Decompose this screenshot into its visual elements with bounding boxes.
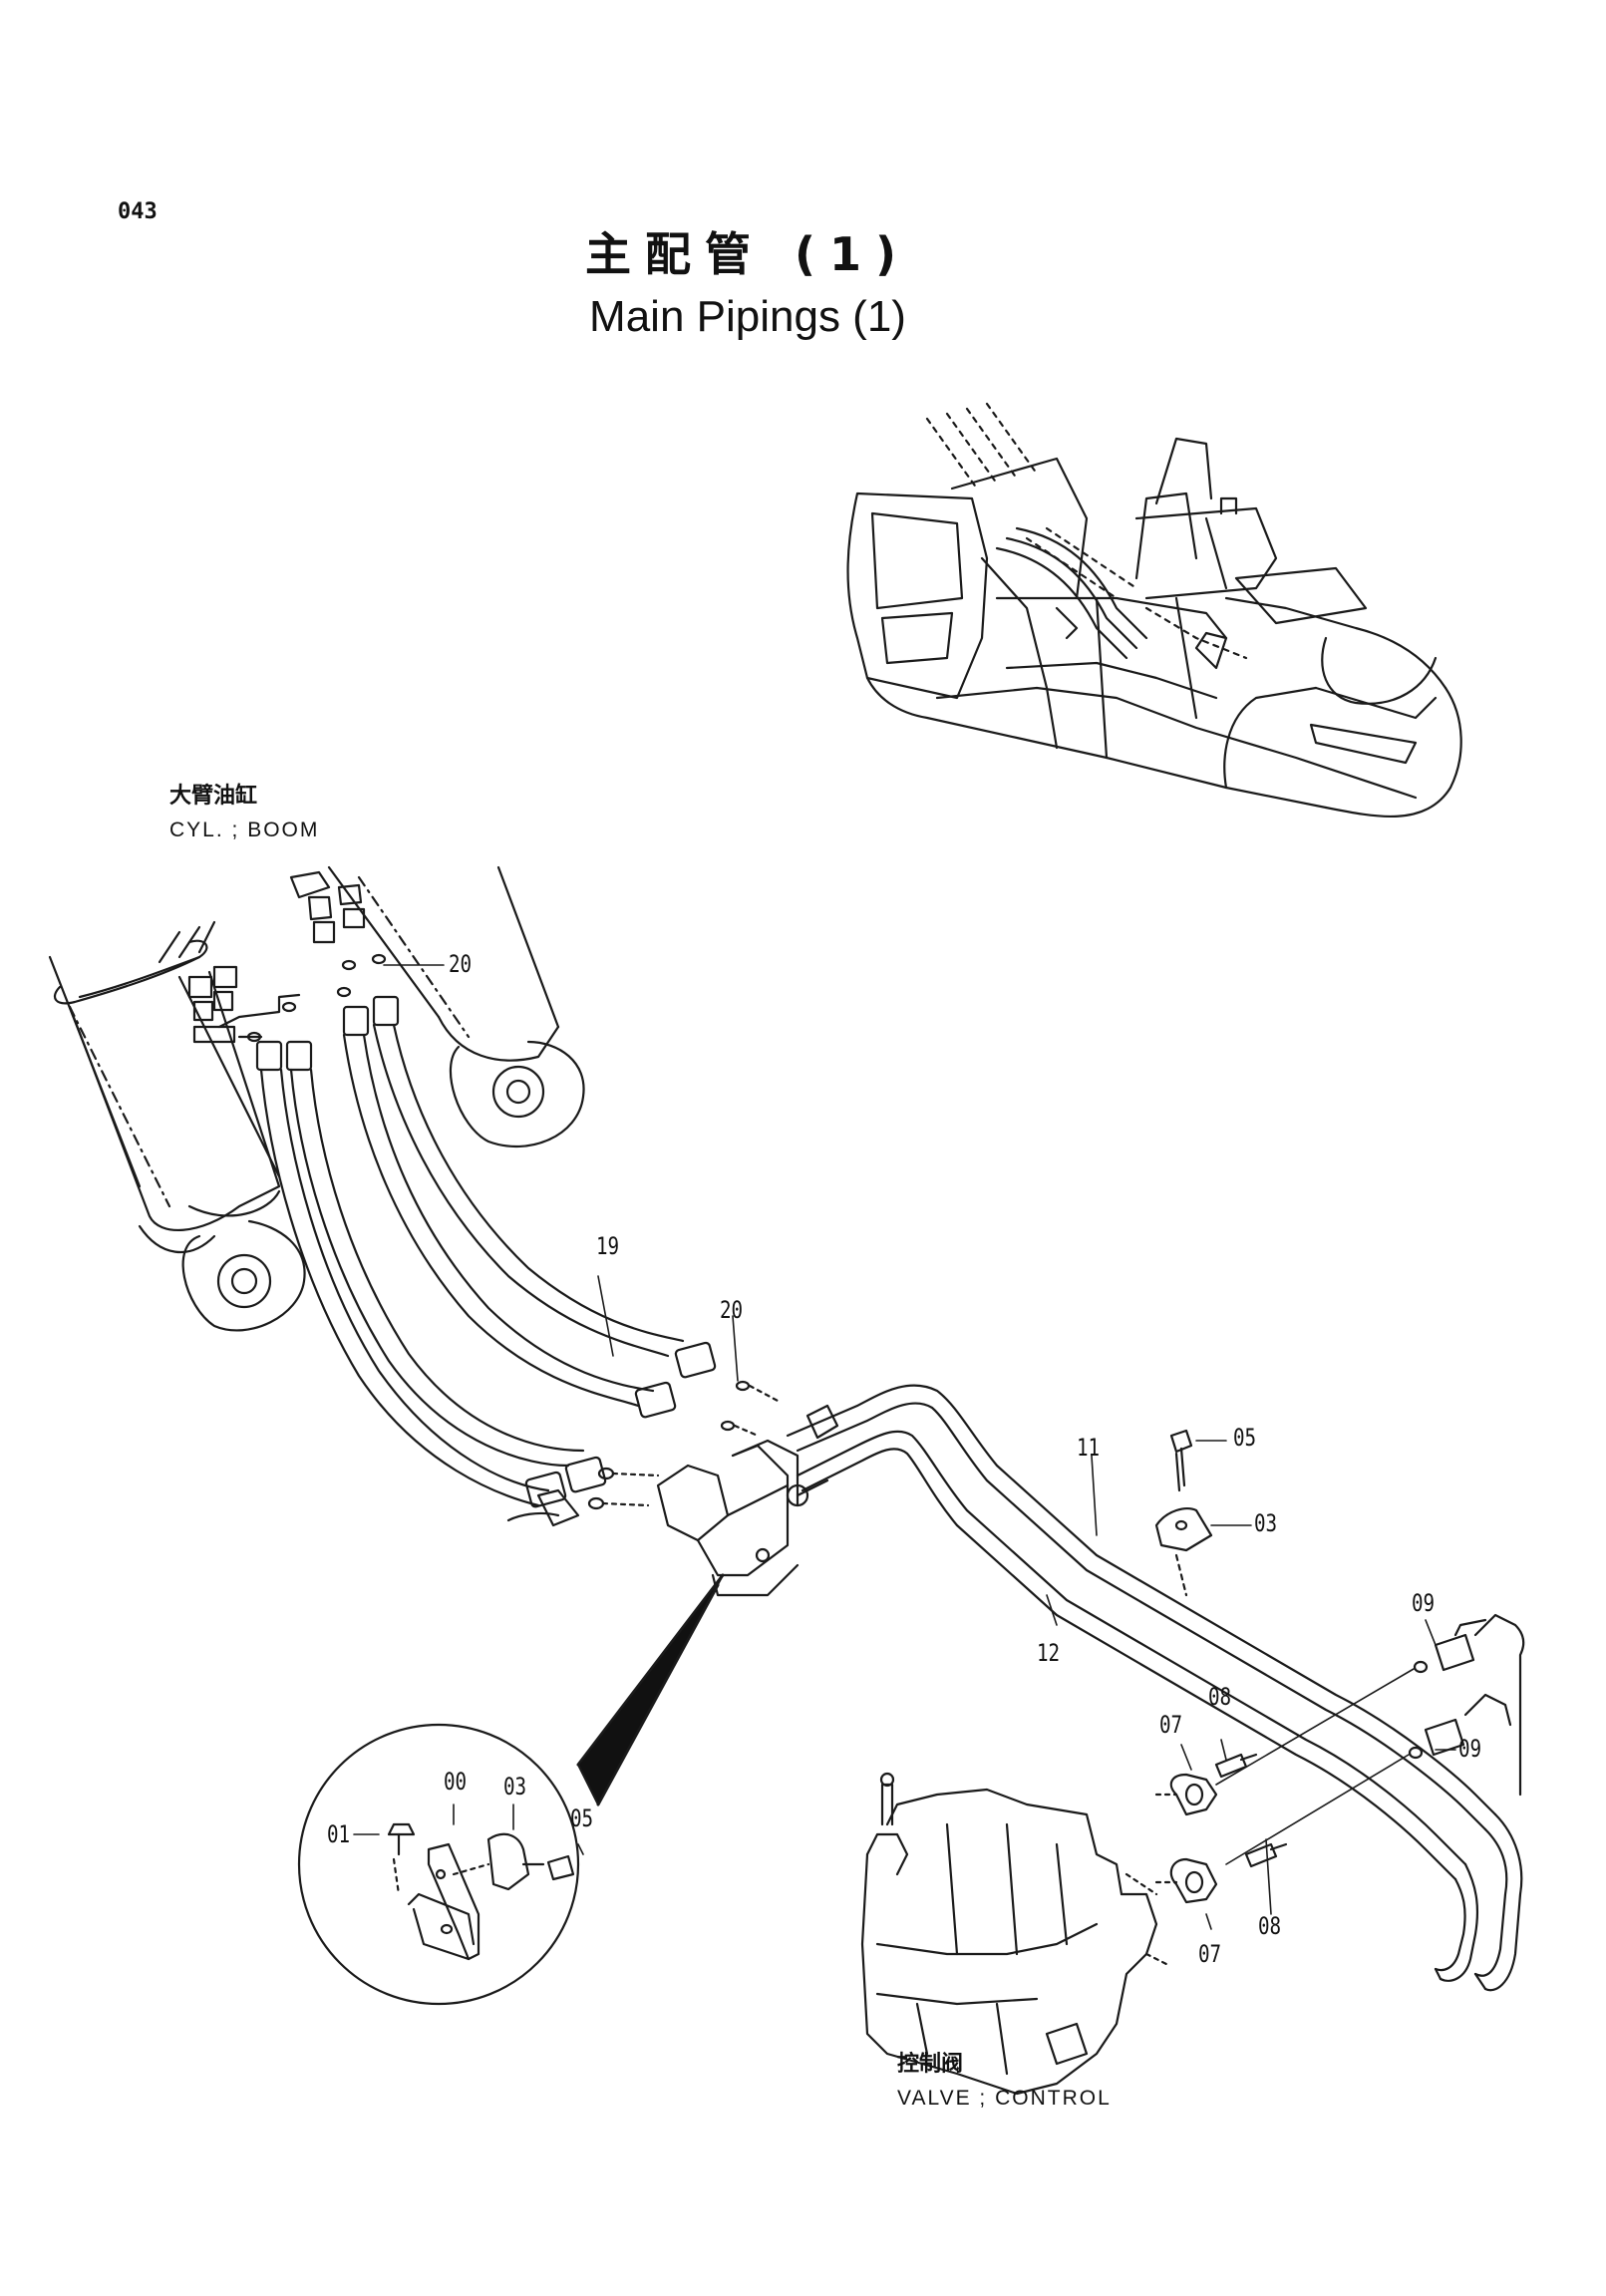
callout-19: 19 (596, 1232, 620, 1260)
excavator-overview-illustration (846, 402, 1462, 819)
manifold-block (656, 1404, 839, 1597)
detail-view-illustration (297, 1573, 725, 2006)
callout-01: 01 (327, 1820, 351, 1848)
callout-20-top: 20 (449, 950, 473, 978)
page-number: 043 (118, 199, 158, 224)
boom-cylinder-label-chinese: 大臂油缸 (169, 784, 258, 809)
callout-07-top: 07 (1159, 1711, 1183, 1739)
callout-05-right: 05 (1233, 1424, 1257, 1452)
flange-assembly (1154, 1753, 1288, 1904)
callout-08-bottom: 08 (1258, 1912, 1282, 1940)
callout-08-top: 08 (1208, 1683, 1232, 1711)
boom-cylinders-illustration (48, 865, 585, 1332)
page-title-english: Main Pipings (1) (589, 292, 906, 341)
callout-09-top: 09 (1412, 1589, 1436, 1617)
callout-11: 11 (1077, 1434, 1101, 1462)
callout-03-right: 03 (1254, 1509, 1278, 1537)
callout-07-bottom: 07 (1198, 1940, 1222, 1968)
callout-03-detail: 03 (503, 1773, 527, 1801)
cylinder-hose-fittings (158, 870, 400, 1072)
callout-05-detail: 05 (570, 1804, 594, 1832)
callout-09-bottom: 09 (1458, 1735, 1482, 1763)
hoses (259, 1023, 780, 1527)
pipe-clamp-assembly (1154, 1429, 1213, 1597)
callout-00: 00 (444, 1768, 468, 1796)
callout-20-middle: 20 (720, 1296, 744, 1324)
control-valve-label-english: VALVE ; CONTROL (897, 2087, 1112, 2110)
callout-leader-lines (353, 964, 1456, 1930)
control-valve-label-chinese: 控制阀 (897, 2052, 964, 2077)
boom-cylinder-label-english: CYL. ; BOOM (169, 819, 320, 841)
steel-pipes (786, 1384, 1525, 1992)
control-valve-illustration (860, 1772, 1168, 2096)
page-title-chinese: 主配管 (1) (584, 227, 911, 281)
callout-12: 12 (1037, 1639, 1061, 1667)
